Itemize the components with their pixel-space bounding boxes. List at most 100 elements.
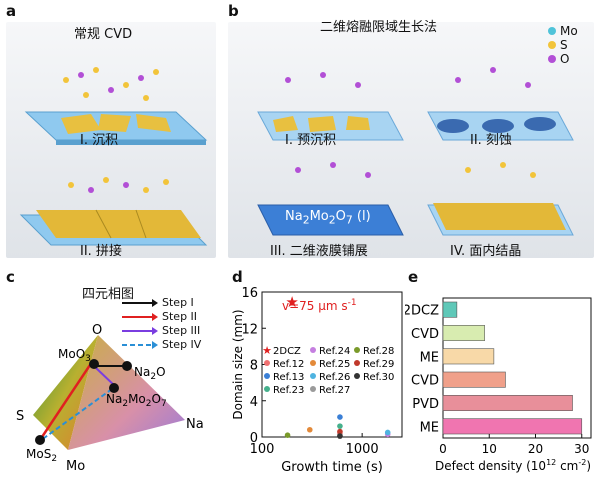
data-point	[337, 433, 343, 439]
bar	[442, 371, 506, 388]
x-tick-label: 10	[482, 442, 497, 456]
legend-label: Ref.25	[319, 359, 350, 370]
bar	[442, 418, 583, 435]
legend-step-i: Step I	[122, 296, 201, 310]
velocity-annotation: v=75 μm s-1	[282, 298, 357, 313]
panel-b-step3-caption: III. 二维液膜铺展	[270, 244, 368, 259]
liquid-film-label: Na2Mo2O7 (l)	[285, 209, 371, 227]
vertex-s: S	[16, 409, 24, 424]
phase-diagram: O S Na Mo MoO3 Na2O Na2Mo2O7 MoS2	[16, 323, 204, 474]
x-tick-label: 30	[574, 442, 589, 456]
legend-marker	[310, 360, 316, 366]
legend-marker	[354, 360, 360, 366]
step-iv-label: Step IV	[162, 338, 202, 351]
label-na2o: Na2O	[134, 365, 166, 382]
arrow-icon	[122, 327, 158, 335]
x-axis-label: Defect density (1012 cm-2)	[435, 458, 591, 473]
legend-star-icon: ★	[262, 344, 272, 357]
o-atom-icon	[548, 55, 556, 63]
step-iv-arrow	[43, 388, 113, 439]
legend-marker	[310, 347, 316, 353]
data-point	[284, 432, 291, 438]
x-tick-label: 20	[528, 442, 543, 456]
tetra-left-face	[33, 335, 98, 450]
y-tick-label: 8	[250, 359, 258, 374]
panel-b-step1-caption: I. 预沉积	[285, 133, 337, 148]
legend-label: Ref.24	[319, 346, 350, 357]
step-ii-arrow	[38, 361, 94, 441]
data-point	[337, 414, 343, 420]
legend-step-ii: Step II	[122, 310, 201, 324]
panel-c-letter: c	[6, 268, 15, 286]
legend-step-iv: Step IV	[122, 338, 201, 352]
legend-o-label: O	[560, 52, 570, 66]
legend-marker	[354, 347, 360, 353]
legend-label: Ref.26	[319, 372, 350, 383]
panel-c-title: 四元相图	[82, 287, 135, 302]
y-axis-label: Domain size (mm)	[231, 309, 245, 419]
category-label: 2DCZ	[405, 304, 439, 319]
panel-a-title: 常规 CVD	[74, 27, 133, 42]
panel-b-illustration	[257, 67, 574, 236]
legend-label: Ref.27	[319, 385, 350, 396]
data-point-star: ★	[285, 293, 298, 311]
category-label: ME	[420, 420, 439, 435]
x-tick-label: 100	[250, 442, 275, 457]
legend-marker	[264, 360, 270, 366]
category-label: CVD	[411, 327, 439, 342]
panel-b-step2-caption: II. 刻蚀	[470, 133, 512, 148]
plot-frame	[442, 297, 592, 439]
panel-b-step4-caption: IV. 面内结晶	[450, 244, 522, 259]
panel-a-step1-caption: I. 沉积	[80, 133, 119, 148]
legend-label: Ref.23	[273, 385, 304, 396]
arrow-icon	[122, 313, 158, 321]
panel-a-letter: a	[6, 2, 17, 20]
panel-d-letter: d	[232, 268, 243, 286]
data-point	[384, 429, 391, 436]
legend-marker	[310, 373, 316, 379]
legend-s: S	[548, 38, 578, 52]
category-label: CVD	[411, 374, 439, 389]
step-ii-label: Step II	[162, 310, 198, 323]
panel-a-illustration	[19, 67, 208, 246]
point-moo3	[89, 359, 99, 369]
data-point	[337, 423, 343, 429]
point-na2o	[122, 361, 132, 371]
panel-b-letter: b	[228, 2, 239, 20]
bar	[442, 325, 485, 341]
phase-step-legend: Step I Step II Step III Step IV	[122, 296, 201, 352]
legend-label: Ref.29	[363, 359, 394, 370]
x-tick-label: 0	[439, 442, 447, 456]
y-tick-label: 0	[250, 431, 258, 446]
legend-mo: Mo	[548, 24, 578, 38]
point-mos2	[35, 435, 45, 445]
label-na2mo2o7: Na2Mo2O7	[106, 392, 167, 409]
x-tick-label: 1000	[346, 442, 379, 457]
dashed-arrow-icon	[122, 341, 158, 349]
vertex-o: O	[92, 323, 102, 338]
legend-o: O	[548, 52, 578, 66]
legend-label: 2DCZ	[273, 346, 301, 357]
legend-marker	[264, 373, 270, 379]
vertex-mo: Mo	[66, 459, 85, 474]
category-label: ME	[420, 350, 439, 365]
vertex-na: Na	[186, 417, 204, 432]
label-moo3: MoO3	[58, 347, 91, 364]
legend-s-label: S	[560, 38, 568, 52]
legend-label: Ref.13	[273, 372, 304, 383]
mo-atom-icon	[548, 27, 556, 35]
legend-label: Ref.12	[273, 359, 304, 370]
y-tick-label: 12	[241, 322, 258, 337]
legend-step-iii: Step III	[122, 324, 201, 338]
legend-marker	[310, 386, 316, 392]
point-na2mo2o7	[109, 383, 119, 393]
bar	[442, 301, 458, 318]
bar	[442, 395, 573, 411]
panel-e-letter: e	[408, 268, 419, 286]
label-mos2: MoS2	[26, 447, 57, 464]
arrow-icon	[122, 299, 158, 307]
legend-marker	[354, 373, 360, 379]
x-axis-label: Growth time (s)	[281, 460, 383, 475]
